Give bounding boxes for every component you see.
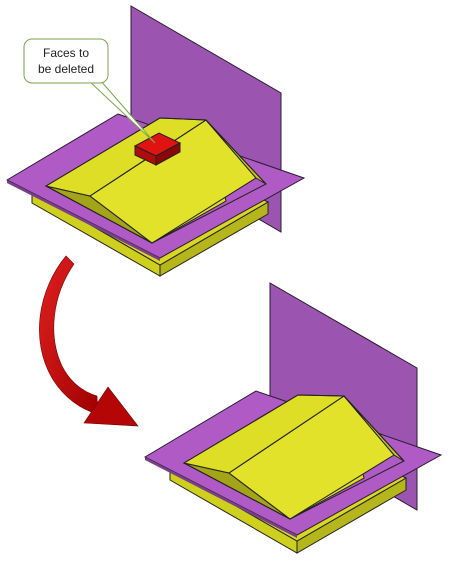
model-before [5, 5, 306, 277]
callout: Faces to be deleted [23, 38, 109, 84]
horizontal-plane-edge-before [7, 180, 160, 261]
arrow-head [83, 386, 139, 427]
callout-line-1: Faces to [43, 46, 89, 60]
model-after [143, 282, 443, 554]
callout-line-2: be deleted [38, 62, 94, 76]
callout-box [23, 38, 109, 84]
body-outline-after [182, 394, 405, 520]
arrow-shaft [39, 255, 99, 415]
faces-to-be-deleted [133, 132, 182, 166]
curved-transform-arrow-icon [39, 255, 139, 427]
red-boss-right [155, 142, 181, 166]
horizontal-plane-edge-after [145, 457, 297, 538]
body-ridge-line-after [228, 395, 345, 474]
